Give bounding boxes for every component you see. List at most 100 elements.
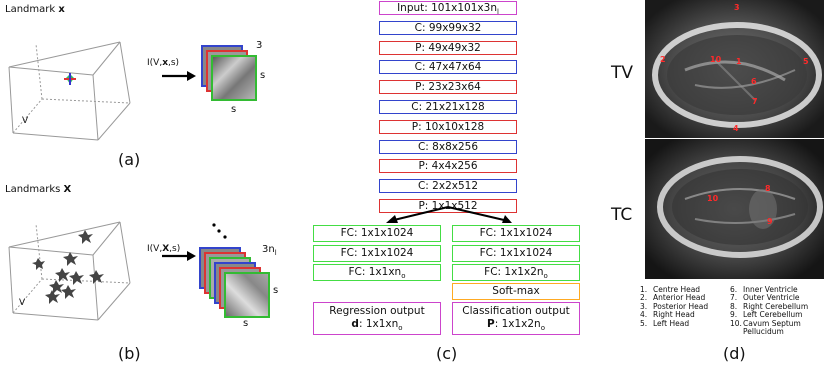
legend-item: 1.Centre Head (640, 285, 708, 294)
cnn-layer-1-sub: l (496, 8, 499, 17)
tv-marker-10: 10 (710, 55, 722, 64)
legend-item: 6.Inner Ventricle (730, 285, 808, 294)
cnn-layer-10: C: 2x2x512 (379, 179, 517, 194)
regression-output-title: Regression output (329, 305, 425, 317)
panel-b-title-var: X (63, 184, 72, 195)
panel-b-title-text: Landmarks (5, 184, 64, 195)
legend-item: 2. Anterior Head (640, 293, 708, 303)
panel-a-op-suffix: ,s) (168, 58, 180, 68)
legend-item-name: Inner Ventricle (743, 285, 798, 294)
regression-fc-3-text: FC: 1x1xn (348, 266, 402, 278)
classification-fc-1: FC: 1x1x1024 (452, 225, 580, 242)
panel-b-operator: I(V,X,s) (147, 244, 180, 254)
legend-item: 3.Posterior Head (640, 301, 709, 311)
cnn-layer-6: C: 21x21x128 (379, 100, 517, 114)
cnn-layer-6-text: C: 21x21x128 (411, 101, 485, 113)
landmark-stars-icon (32, 230, 104, 304)
tv-marker-1: 1 (736, 57, 742, 66)
panel-a-side-label-bottom: s (231, 104, 237, 115)
legend-item: 8. Right Cerebellum (730, 301, 809, 311)
tc-label: TC (611, 205, 633, 225)
panel-b-volume-label: V (19, 298, 26, 308)
cnn-layer-5-text: P: 23x23x64 (415, 81, 481, 94)
cnn-layer-7-text: P: 10x10x128 (411, 120, 485, 133)
regression-fc-1-text: FC: 1x1x1024 (340, 227, 414, 239)
classification-softmax-text: Soft-max (492, 285, 540, 297)
cnn-layer-3: P: 49x49x32 (379, 40, 517, 55)
regression-output-sub: o (398, 324, 403, 333)
panel-a-arrow-icon (162, 71, 196, 81)
regression-output: Regression output d: 1x1xno (313, 302, 441, 335)
cnn-layer-5: P: 23x23x64 (379, 80, 517, 95)
panel-d-caption: (d) (723, 344, 746, 363)
regression-fc-2: FC: 1x1x1024 (313, 245, 441, 262)
panel-c-caption: (c) (436, 344, 458, 363)
legend-item-name: Right Cerebellum (743, 301, 809, 311)
tv-label: TV (611, 63, 634, 83)
legend-item-name: Right Head (653, 310, 695, 320)
regression-fc-2-text: FC: 1x1x1024 (340, 247, 414, 259)
panel-b-patch-stack (199, 247, 270, 318)
tv-marker-3: 3 (734, 3, 740, 12)
legend-item: 7.Outer Ventricle (730, 293, 808, 303)
classification-output-dims: P: 1x1x2no (453, 318, 579, 335)
legend-item-number: 2. (640, 293, 648, 303)
legend-item-number: 9. (730, 310, 738, 320)
cnn-layer-1-text: Input: 101x101x3n (397, 2, 497, 14)
cnn-layer-3-text: P: 49x49x32 (415, 41, 481, 54)
panel-b-arrow-icon (162, 251, 196, 261)
tv-marker-5: 5 (803, 57, 809, 66)
legend-item-name: Pellucidum (743, 327, 784, 337)
legend-item-name: Left Cerebellum (743, 310, 803, 320)
legend-item-number: 1. (640, 285, 648, 294)
classification-output-dims-text: : 1x1x2n (494, 318, 541, 330)
panel-b-op-suffix: ,s) (169, 244, 181, 254)
classification-output: Classification output P: 1x1x2no (452, 302, 580, 335)
panel-b-depth-label: 3nl (262, 244, 277, 257)
regression-output-var: d (351, 318, 359, 330)
branch-arrows (386, 206, 512, 223)
legend-item-number: 8. (730, 301, 738, 311)
panel-b-volume-graphic (8, 221, 270, 321)
panel-a-depth-label: 3 (256, 40, 263, 51)
tc-marker-8: 8 (765, 184, 771, 193)
legend-item: 10.Cavum Septum (730, 318, 808, 328)
cnn-layer-2-text: C: 99x99x32 (414, 21, 482, 34)
legend-item-name: Posterior Head (653, 301, 709, 311)
legend-item: 5.Left Head (640, 318, 708, 328)
panel-a-title-text: Landmark (5, 4, 59, 15)
cnn-layer-11: P: 1x1x512 (379, 199, 517, 213)
legend-item-name: Outer Ventricle (743, 293, 800, 303)
classification-fc-1-text: FC: 1x1x1024 (479, 227, 553, 239)
regression-fc-3-sub: o (401, 272, 406, 281)
cnn-layer-2: C: 99x99x32 (379, 20, 517, 35)
cnn-layer-11-text: P: 1x1x512 (418, 200, 478, 212)
panel-b-title: Landmarks X (5, 184, 71, 195)
legend-item-number: 5. (640, 318, 648, 328)
classification-output-var: P (487, 318, 495, 330)
cnn-layer-10-text: C: 2x2x512 (417, 180, 479, 193)
panel-a-caption: (a) (118, 150, 141, 169)
panel-a-operator: I(V,x,s) (147, 58, 179, 68)
panel-b-side-label-bottom: s (243, 318, 249, 329)
regression-output-dims: d: 1x1xno (314, 318, 440, 335)
panel-b-depth-text: 3n (262, 244, 275, 255)
tv-marker-2: 2 (660, 55, 666, 64)
classification-fc-3-sub: o (543, 272, 548, 281)
legend-item-name: Anterior Head (653, 293, 706, 303)
panel-a-side-label-right: s (260, 70, 266, 81)
classification-softmax: Soft-max (452, 283, 580, 300)
panel-b-op-var: X (162, 244, 170, 254)
panel-a-volume-graphic (8, 41, 257, 141)
classification-output-title: Classification output (462, 305, 570, 317)
panel-a-title-var: x (58, 4, 65, 15)
panel-b-ellipsis-dots (212, 223, 227, 239)
panel-a-volume-label: V (22, 116, 29, 126)
legend-item-name: Cavum Septum (743, 318, 801, 328)
regression-fc-1: FC: 1x1x1024 (313, 225, 441, 242)
cnn-layer-9: P: 4x4x256 (379, 159, 517, 174)
landmark-point-icon (64, 73, 76, 85)
panel-a-patch-stack (201, 45, 257, 101)
